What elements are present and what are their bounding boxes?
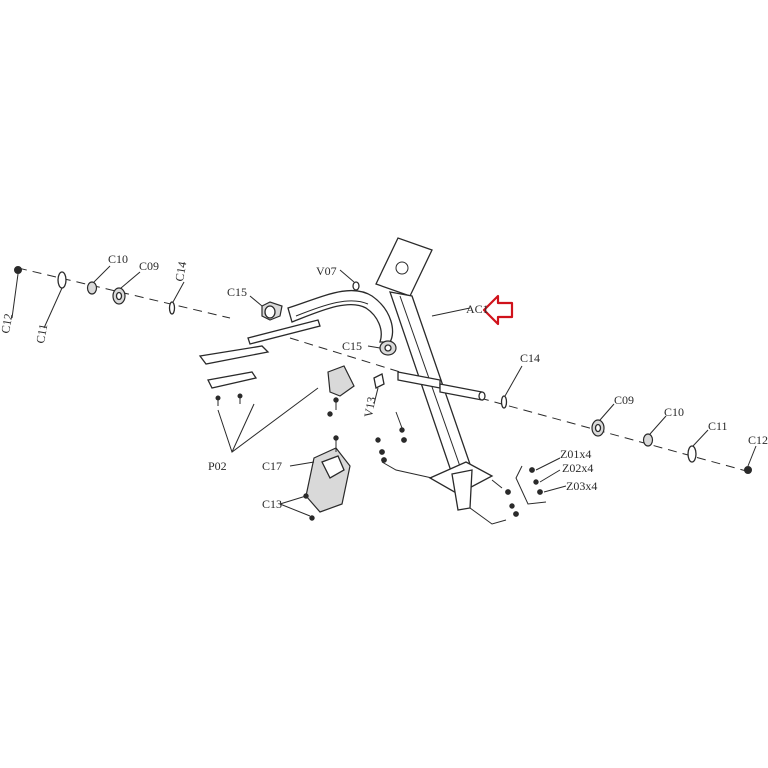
part-c17-bracket bbox=[289, 435, 351, 513]
axle-centerline-mid bbox=[289, 337, 401, 373]
label-c11-left: C11 bbox=[33, 323, 50, 345]
part-base-bolts-right bbox=[469, 479, 519, 525]
label-c17: C17 bbox=[262, 459, 282, 473]
label-c15-top: C15 bbox=[227, 285, 247, 299]
part-c12-right bbox=[744, 445, 757, 474]
label-p02: P02 bbox=[208, 459, 227, 473]
part-c10-left bbox=[86, 265, 111, 295]
label-c15-mid: C15 bbox=[342, 339, 362, 353]
label-c14-right: C14 bbox=[520, 351, 540, 365]
label-c12-right: C12 bbox=[748, 433, 768, 447]
label-c09-left: C09 bbox=[139, 259, 159, 273]
part-c09-right bbox=[591, 403, 615, 437]
label-c13: C13 bbox=[262, 497, 282, 511]
label-c10-left: C10 bbox=[108, 252, 128, 266]
part-v13 bbox=[373, 373, 385, 405]
label-ac1: AC1 bbox=[466, 302, 489, 316]
label-c09-right: C09 bbox=[614, 393, 634, 407]
part-c14-right bbox=[500, 365, 523, 409]
part-ac1-main-frame bbox=[375, 237, 494, 511]
part-c11-right bbox=[687, 429, 709, 463]
part-c10-right bbox=[642, 415, 667, 447]
label-z03: Z03x4 bbox=[566, 479, 597, 493]
left-arrow-outline-icon bbox=[482, 294, 514, 326]
label-z02: Z02x4 bbox=[562, 461, 593, 475]
part-base-bolts-left bbox=[375, 411, 433, 479]
part-c11-left bbox=[43, 271, 67, 329]
label-c12-left: C12 bbox=[0, 312, 15, 334]
axle-centerline-right bbox=[479, 397, 751, 473]
part-c15-top bbox=[249, 295, 283, 321]
label-c14-left: C14 bbox=[172, 260, 189, 282]
label-v13: V13 bbox=[361, 396, 378, 419]
label-v07: V07 bbox=[316, 264, 337, 278]
part-mid-bracket bbox=[327, 365, 355, 417]
label-c10-right: C10 bbox=[664, 405, 684, 419]
label-z01: Z01x4 bbox=[560, 447, 591, 461]
part-c14-left bbox=[168, 281, 185, 315]
part-c13-bolts bbox=[279, 493, 315, 521]
part-v07 bbox=[339, 269, 360, 291]
part-z-hardware bbox=[515, 457, 567, 505]
label-c11-right: C11 bbox=[708, 419, 728, 433]
part-p02-pedals bbox=[198, 319, 321, 453]
part-handle-tube bbox=[287, 289, 394, 343]
part-c09-left bbox=[112, 271, 141, 305]
part-c12-left bbox=[11, 266, 22, 319]
part-c15-mid bbox=[367, 340, 397, 356]
